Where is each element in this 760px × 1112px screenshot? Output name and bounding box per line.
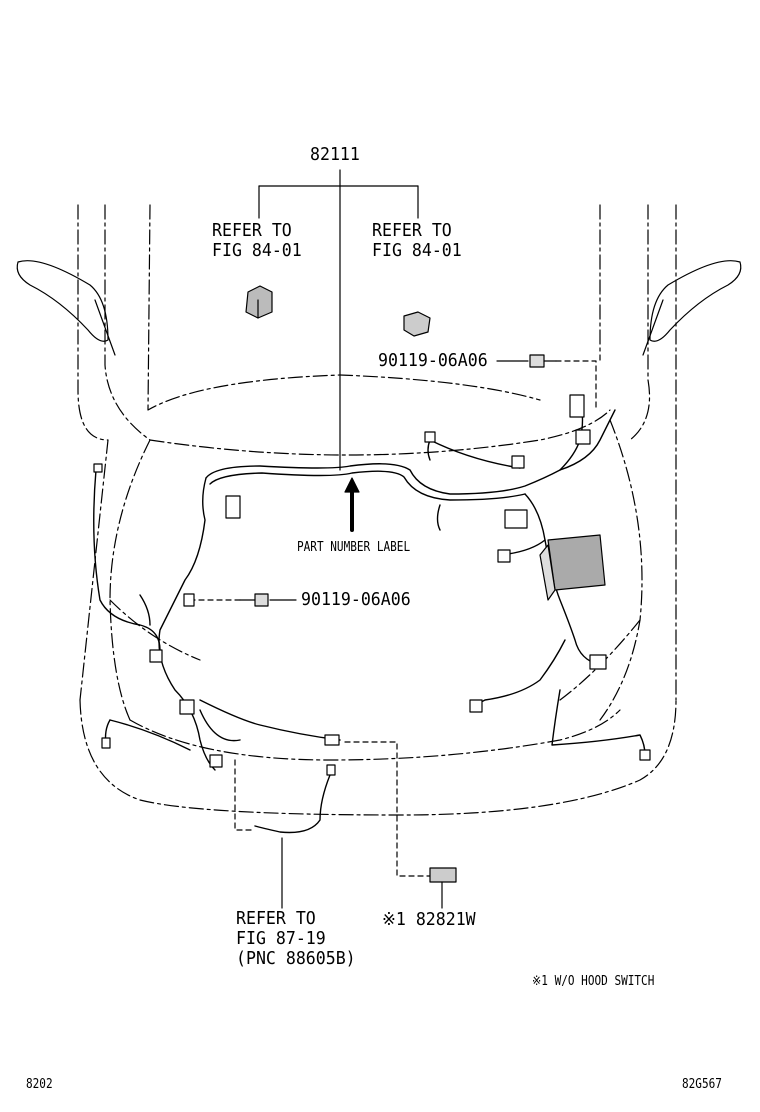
wire-harness <box>93 399 646 834</box>
footnote: ※1 W/O HOOD SWITCH <box>532 974 655 989</box>
refer-bottom-line1: REFER TO <box>236 908 316 929</box>
relay-box-icon <box>539 534 606 601</box>
clip-left-icon <box>245 285 273 319</box>
leader-82111 <box>258 169 419 471</box>
refer-left-line1: REFER TO <box>212 220 292 241</box>
part-82111-label: 82111 <box>310 144 360 165</box>
bolt-left-icon <box>239 593 297 607</box>
bolt-top-label: 90119-06A06 <box>378 350 488 371</box>
bolt-top-icon <box>496 354 557 368</box>
vehicle-body-outline <box>77 204 677 816</box>
hood-switch-icon <box>429 867 457 909</box>
hood-switch-label: ※1 82821W <box>382 909 476 930</box>
refer-right-label: REFER TO FIG 84-01 <box>372 222 462 260</box>
harness-connectors <box>93 394 651 776</box>
bottom-dashed <box>234 759 256 831</box>
left-mirror-icon <box>16 260 116 356</box>
refer-right-line1: REFER TO <box>372 220 452 241</box>
refer-bottom-label: REFER TO FIG 87-19 (PNC 88605B) <box>236 910 356 968</box>
refer-bottom-line3: (PNC 88605B) <box>236 948 356 969</box>
page-code-left: 8202 <box>26 1077 53 1092</box>
refer-bottom-line2: FIG 87-19 <box>236 928 326 949</box>
right-mirror-icon <box>642 260 742 356</box>
label-arrow <box>344 477 360 532</box>
page-code-right: 82G567 <box>682 1077 722 1092</box>
refer-left-line2: FIG 84-01 <box>212 240 302 261</box>
refer-right-line2: FIG 84-01 <box>372 240 462 261</box>
bolt-top-dashed <box>555 360 597 411</box>
refer-left-label: REFER TO FIG 84-01 <box>212 222 302 260</box>
part-number-label-text: PART NUMBER LABEL <box>297 540 411 555</box>
hood-switch-dashed <box>344 741 431 877</box>
bolt-left-label: 90119-06A06 <box>301 589 411 610</box>
clip-right-icon <box>403 311 431 337</box>
